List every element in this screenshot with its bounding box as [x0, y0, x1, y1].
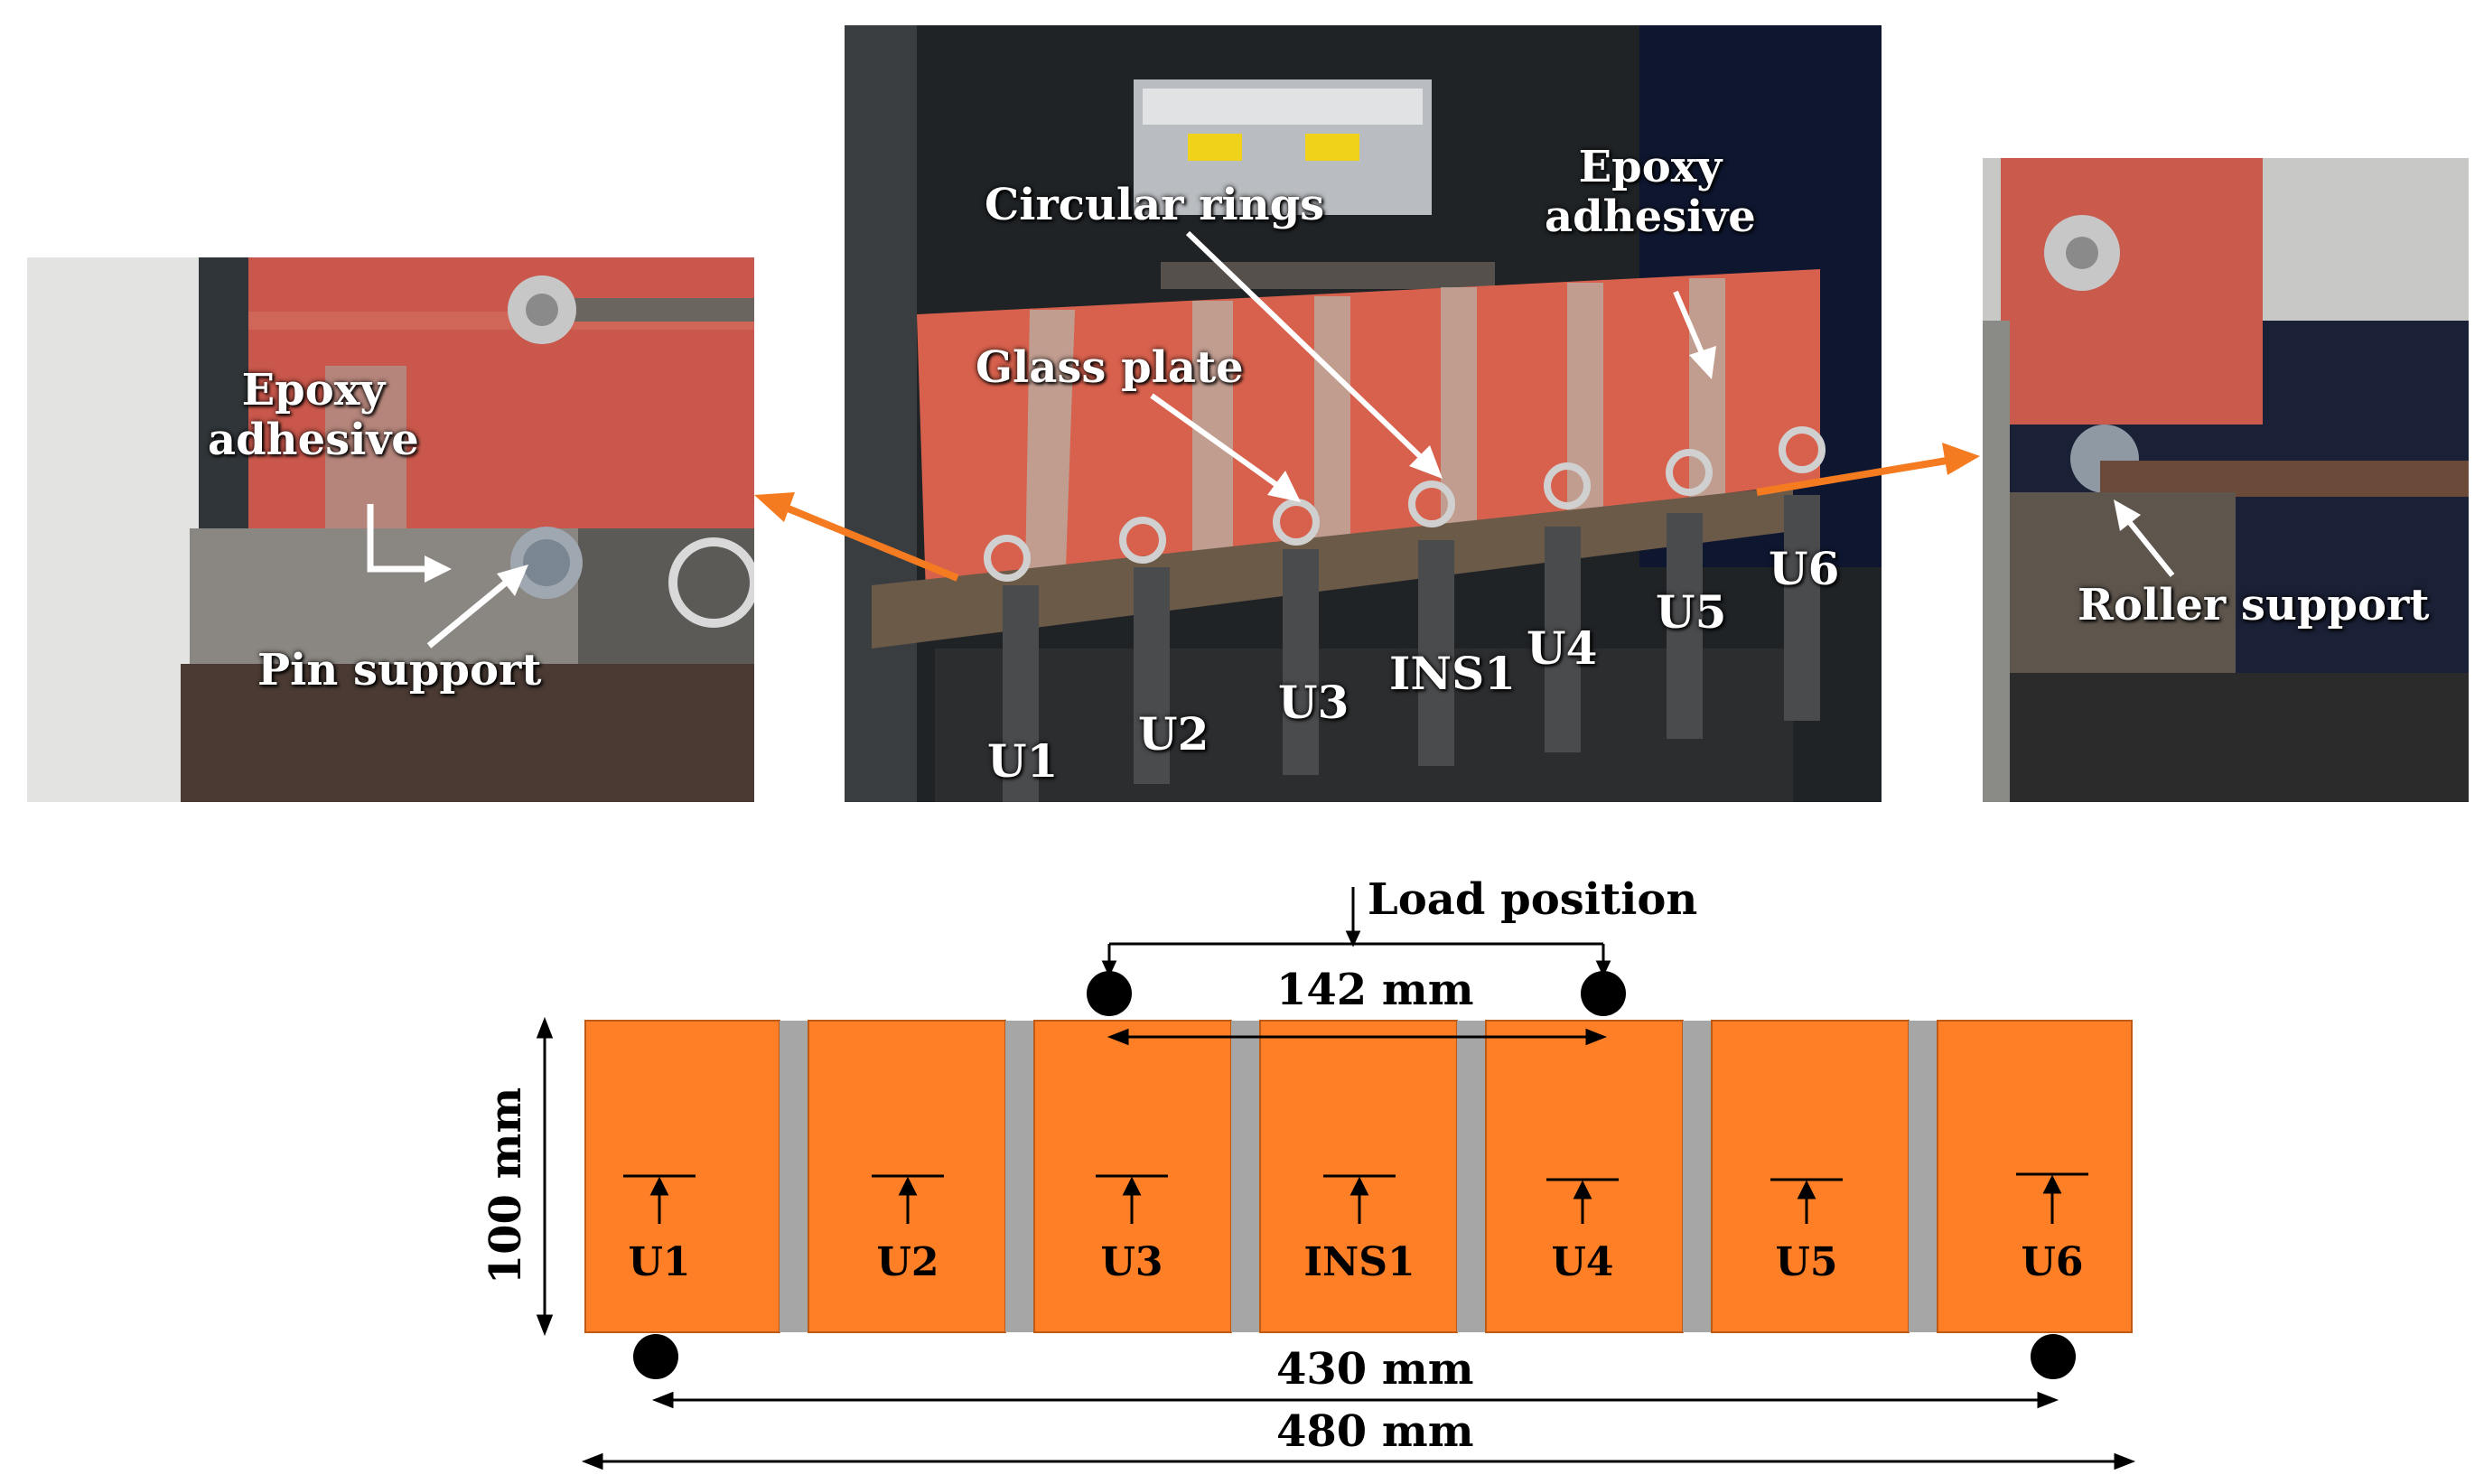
- center-photo-drawing: [845, 25, 1882, 802]
- right-connector-arrowhead: [1942, 443, 1980, 475]
- gauge-label-u6: U6: [1769, 542, 1840, 595]
- segment-label-u1: U1: [628, 1239, 691, 1285]
- glass-plate-label: Glass plate: [976, 342, 1244, 393]
- segment-label-u3: U3: [1100, 1239, 1163, 1285]
- right-photo-roller-support: Roller support: [1983, 158, 2469, 802]
- load-roller-right: [1581, 971, 1626, 1016]
- joint-2: [1005, 1021, 1034, 1332]
- gauge-label-ins1: INS1: [1389, 647, 1516, 700]
- gauge-label-u2: U2: [1138, 707, 1209, 761]
- joint-4: [1457, 1021, 1486, 1332]
- gauge-symbols: [623, 1172, 2088, 1224]
- left-connector-arrowhead: [754, 492, 795, 522]
- load-roller-left: [1087, 971, 1132, 1016]
- segment-label-ins1: INS1: [1303, 1239, 1415, 1285]
- pin-support-symbol: [633, 1334, 678, 1379]
- center-epoxy-label: Epoxy adhesive: [1545, 142, 1756, 243]
- left-pin-support-label: Pin support: [257, 645, 542, 695]
- load-position-label: Load position: [1368, 874, 1698, 925]
- left-photo-pin-support: Epoxy adhesive Pin support: [27, 257, 754, 802]
- right-photo-drawing: [1983, 158, 2469, 802]
- right-photo-arrow: [2114, 499, 2175, 577]
- segment-label-u6: U6: [2021, 1239, 2084, 1285]
- circular-rings-label: Circular rings: [985, 180, 1325, 230]
- length-dimension: [581, 1452, 2136, 1470]
- height-label: 100 mm: [481, 1087, 531, 1285]
- center-photo-arrows: [1150, 230, 1716, 502]
- joint-5: [1683, 1021, 1712, 1332]
- segment-label-u4: U4: [1551, 1239, 1614, 1285]
- joint-6: [1909, 1021, 1938, 1332]
- left-epoxy-label: Epoxy adhesive: [208, 365, 419, 466]
- length-label: 480 mm: [1276, 1406, 1474, 1457]
- gauge-label-u1: U1: [987, 734, 1059, 788]
- segment-label-u2: U2: [876, 1239, 939, 1285]
- load-spacing-dimension: [1107, 1028, 1608, 1046]
- center-photo-test-setup: Circular rings Epoxy adhesive Glass plat…: [845, 25, 1882, 802]
- gauge-label-u4: U4: [1527, 621, 1598, 675]
- roller-support-label: Roller support: [2078, 580, 2430, 630]
- span-label: 430 mm: [1276, 1344, 1474, 1395]
- segment-label-u5: U5: [1775, 1239, 1838, 1285]
- segment-u5: [1711, 1020, 1910, 1333]
- segment-u6: [1937, 1020, 2133, 1333]
- load-spacing-label: 142 mm: [1276, 965, 1474, 1015]
- load-bracket: [1101, 887, 1611, 977]
- joint-3: [1231, 1021, 1260, 1332]
- height-dimension: [536, 1016, 554, 1337]
- left-photo-drawing: [27, 257, 754, 802]
- roller-support-symbol: [2031, 1334, 2076, 1379]
- left-photo-arrows: [367, 504, 528, 649]
- joint-1: [780, 1021, 808, 1332]
- gauge-label-u5: U5: [1656, 585, 1727, 639]
- span-dimension: [651, 1391, 2059, 1409]
- gauge-label-u3: U3: [1278, 676, 1349, 729]
- segment-u4: [1485, 1020, 1684, 1333]
